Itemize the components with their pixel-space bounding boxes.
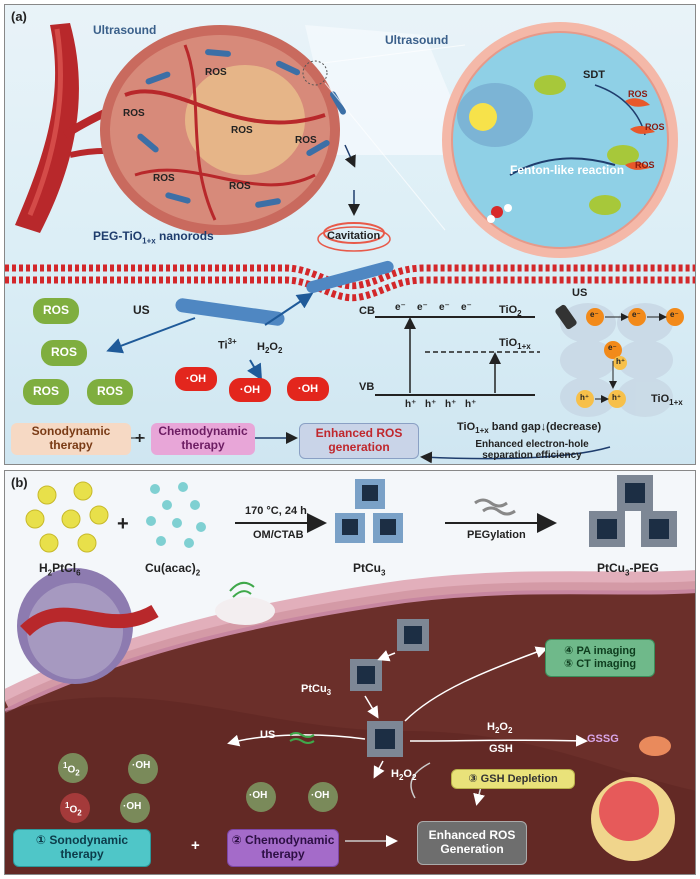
h2o2-right-label: H2O2 xyxy=(487,721,513,736)
ros-cell-label: ROS xyxy=(628,89,648,99)
ptcu3-mid-label: PtCu3 xyxy=(301,683,332,698)
ptcu3-peg-label: PtCu3-PEG xyxy=(597,561,659,578)
ros-burst: ROS xyxy=(23,379,69,405)
lattice-hole: h⁺ xyxy=(612,393,622,402)
hydroxyl-radical: ·OH xyxy=(249,790,268,801)
hole: h⁺ xyxy=(465,399,477,410)
enhanced-ros-box: Enhanced ROS generation xyxy=(299,423,419,459)
reaction-conditions: 170 °C, 24 h xyxy=(245,505,307,517)
electron: e⁻ xyxy=(395,302,406,313)
electron: e⁻ xyxy=(417,302,428,313)
panel-a: (a) Ultrasound Ultrasound ROS ROS ROS RO… xyxy=(4,4,696,465)
oh-burst: ·OH xyxy=(229,378,271,402)
electron: e⁻ xyxy=(461,302,472,313)
tio1x-label: TiO1+x xyxy=(499,337,531,352)
cell-membrane xyxy=(5,264,695,302)
panel-a-illustration xyxy=(5,22,695,464)
hole: h⁺ xyxy=(445,399,457,410)
gsh-label: GSH xyxy=(489,743,513,755)
pegylation-label: PEGylation xyxy=(467,529,526,541)
mouse-icon xyxy=(215,597,275,625)
lattice-electron: e⁻ xyxy=(670,310,679,319)
ros-tumor-label: ROS xyxy=(153,173,175,184)
mitochondrion xyxy=(639,736,671,756)
lattice-electron: e⁻ xyxy=(608,343,617,352)
fenton-label: Fenton-like reaction xyxy=(510,163,625,177)
electron: e⁻ xyxy=(439,302,450,313)
hydroxyl-radical: ·OH xyxy=(311,790,330,801)
hole: h⁺ xyxy=(425,399,437,410)
panel-b-illustration xyxy=(5,475,695,874)
singlet-oxygen: 1O2 xyxy=(63,761,80,778)
ultrasound-label-left: Ultrasound xyxy=(93,23,157,37)
sdt-label: SDT xyxy=(583,69,605,81)
vb-label: VB xyxy=(359,381,375,393)
ros-tumor-label: ROS xyxy=(229,181,251,192)
reaction-solvent: OM/CTAB xyxy=(253,529,304,541)
sonodynamic-therapy-box: ① Sonodynamic therapy xyxy=(13,829,151,867)
panel-a-label: (a) xyxy=(11,9,27,24)
chemodynamic-therapy-box: Chemodynamic therapy xyxy=(151,423,255,455)
ros-tumor-label: ROS xyxy=(231,125,253,136)
oh-burst: ·OH xyxy=(175,367,217,391)
tio1x-lattice-label: TiO1+x xyxy=(651,393,683,408)
nanorod xyxy=(306,260,394,294)
ros-tumor-label: ROS xyxy=(205,67,227,78)
hydroxyl-radical: ·OH xyxy=(123,801,142,812)
lattice-hole: h⁺ xyxy=(580,393,590,402)
hydroxyl-radical: ·OH xyxy=(132,760,151,771)
gssg-label: GSSG xyxy=(587,733,619,745)
ros-tumor-label: ROS xyxy=(123,108,145,119)
hole: h⁺ xyxy=(405,399,417,410)
ros-burst: ROS xyxy=(33,298,79,324)
nanorod xyxy=(175,298,285,326)
us-right-label: US xyxy=(572,287,588,299)
singlet-oxygen: 1O2 xyxy=(65,801,82,818)
mitochondrion xyxy=(534,75,566,95)
nanorods-label: PEG-TiO1+x nanorods xyxy=(93,229,214,246)
tumor-tissue xyxy=(5,581,695,874)
ptcu3-cubes xyxy=(335,479,403,543)
us-b-label: US xyxy=(260,729,276,741)
separation-label: Enhanced electron-hole separation effici… xyxy=(475,439,589,461)
ptcu3-label: PtCu3 xyxy=(353,561,386,578)
tio2-label: TiO2 xyxy=(499,304,522,319)
lattice-hole: h⁺ xyxy=(616,357,626,366)
ros-cell-label: ROS xyxy=(635,160,655,170)
h2o2-bottom-label: H2O2 xyxy=(391,768,417,783)
radical-spheres xyxy=(58,753,338,823)
enhanced-ros-generation-box: Enhanced ROS Generation xyxy=(417,821,527,865)
plus-sign: + xyxy=(135,430,145,447)
ros-cell-label: ROS xyxy=(645,122,665,132)
us-label: US xyxy=(133,303,150,317)
bandgap-label: TiO1+x band gap↓(decrease) xyxy=(457,421,602,436)
chemodynamic-therapy-box: ② Chemodynamic therapy xyxy=(227,829,339,867)
panel-b-label: (b) xyxy=(11,475,28,490)
ros-burst: ROS xyxy=(41,340,87,366)
plus-sign: + xyxy=(117,513,129,535)
transducer-icon xyxy=(555,304,577,330)
cb-label: CB xyxy=(359,305,375,317)
lattice-electron: e⁻ xyxy=(632,310,641,319)
cu-acac-label: Cu(acac)2 xyxy=(145,561,201,578)
plus-sign: + xyxy=(191,837,200,854)
h2o2-label: H2O2 xyxy=(257,341,283,356)
panel-b: (b) H2PtCl6 + Cu(acac)2 170 °C, 24 h OM/… xyxy=(4,470,696,875)
cavitation-label: Cavitation xyxy=(327,230,381,242)
ros-tumor-label: ROS xyxy=(295,135,317,146)
ros-burst: ROS xyxy=(87,379,133,405)
gsh-depletion-box: ③ GSH Depletion xyxy=(451,769,575,789)
nucleolus xyxy=(469,103,497,131)
h2ptcl6-label: H2PtCl6 xyxy=(39,561,81,578)
sonodynamic-therapy-box: Sonodynamic therapy xyxy=(11,423,131,455)
ti3-label: Ti3+ xyxy=(218,337,237,352)
lattice-electron: e⁻ xyxy=(590,310,599,319)
oh-burst: ·OH xyxy=(287,377,329,401)
ultrasound-label-right: Ultrasound xyxy=(385,33,449,47)
